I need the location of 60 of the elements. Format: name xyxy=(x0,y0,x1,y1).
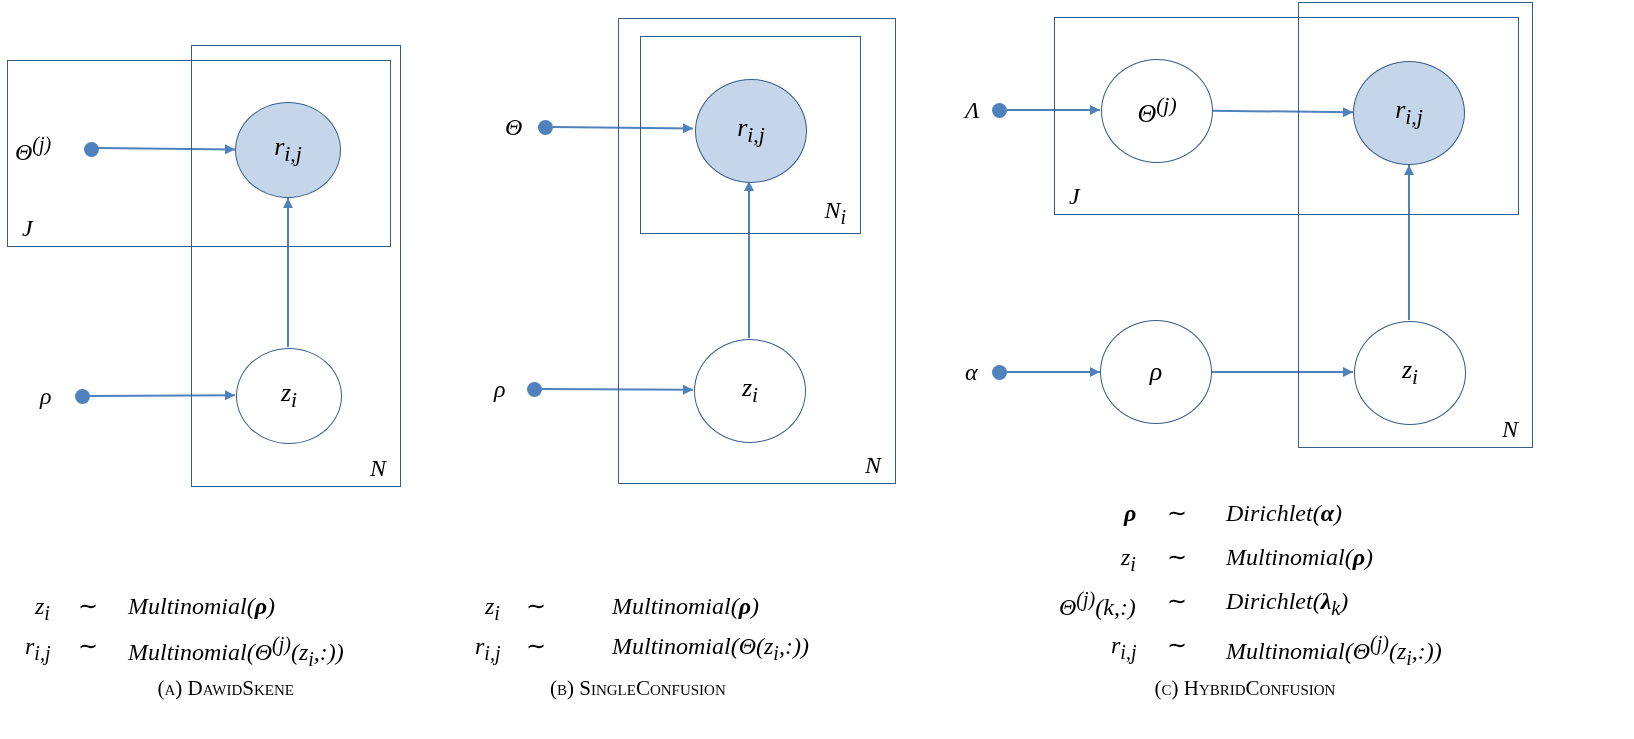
panel-caption: (b) SingleConfusion xyxy=(550,676,726,702)
variable-circle: z$_{i}$ xyxy=(694,339,806,443)
variable-term: z$_{i}$ xyxy=(1121,543,1136,576)
plate-box xyxy=(7,60,391,247)
distribution-symbol: ∼ xyxy=(1167,499,1187,528)
arrow xyxy=(552,123,694,134)
arrow xyxy=(1211,367,1354,377)
arrow xyxy=(1006,367,1101,377)
variable-circle: z$_{i}$ xyxy=(1354,321,1466,425)
arrow xyxy=(89,390,236,401)
arrow xyxy=(1404,164,1414,321)
distribution-term: Dirichlet(λ$_{k}$) xyxy=(1226,587,1349,620)
arrow xyxy=(1006,105,1101,115)
parameter-label: Θ xyxy=(505,115,523,139)
variable-term: r$_{i,j}$ xyxy=(1111,631,1137,664)
distribution-term: Dirichlet(α) xyxy=(1226,499,1342,528)
distribution-symbol: ∼ xyxy=(1167,631,1187,660)
variable-term: z$_{i}$ xyxy=(485,592,500,625)
distribution-symbol: ∼ xyxy=(78,592,98,621)
plate-box xyxy=(640,36,861,234)
arrow xyxy=(97,144,236,155)
parameter-label: Λ xyxy=(965,98,980,122)
arrow xyxy=(283,197,293,348)
variable-circle: Θ$^{(j)}$ xyxy=(1101,59,1213,163)
plate-label: J xyxy=(1069,184,1080,208)
distribution-term: Multinomial(Θ$^{(j)}$(z$_{i}$,:)) xyxy=(128,632,344,671)
parameter-label: ρ xyxy=(40,384,52,408)
distribution-symbol: ∼ xyxy=(78,632,98,661)
parameter-label: ρ xyxy=(494,377,506,401)
variable-circle: r$_{i,j}$ xyxy=(235,102,341,198)
variable-circle: r$_{i,j}$ xyxy=(1353,61,1465,165)
variable-circle: r$_{i,j}$ xyxy=(695,79,807,183)
variable-term: Θ$^{(j)}$(k,:) xyxy=(1059,587,1136,622)
variable-circle: z$_{i}$ xyxy=(236,348,342,444)
arrow xyxy=(1211,107,1354,118)
distribution-term: Multinomial(Θ(z$_{i}$,:)) xyxy=(612,632,809,665)
distribution-term: Multinomial(Θ$^{(j)}$(z$_{i}$,:)) xyxy=(1226,631,1442,670)
parameter-label: Θ$^{(j)}$ xyxy=(15,134,52,164)
panel-caption: (a) DawidSkene xyxy=(157,676,295,702)
variable-term: r$_{i,j}$ xyxy=(475,632,501,665)
variable-term: z$_{i}$ xyxy=(35,592,50,625)
distribution-symbol: ∼ xyxy=(1167,587,1187,616)
variable-term: ρ xyxy=(1124,499,1137,528)
plate-label: N$_{i}$ xyxy=(824,198,846,227)
distribution-term: Multinomial(ρ) xyxy=(1226,543,1374,572)
plate-box xyxy=(618,18,896,484)
plate-label: N xyxy=(1502,417,1518,441)
distribution-symbol: ∼ xyxy=(526,592,546,621)
plate-label: N xyxy=(865,453,881,477)
arrow xyxy=(541,384,694,395)
parameter-label: α xyxy=(965,360,978,384)
distribution-term: Multinomial(ρ) xyxy=(128,592,276,621)
panel-caption: (c) HybridConfusion xyxy=(1154,676,1336,702)
variable-term: r$_{i,j}$ xyxy=(25,632,51,665)
distribution-symbol: ∼ xyxy=(526,632,546,661)
plate-label: J xyxy=(22,216,33,240)
distribution-term: Multinomial(ρ) xyxy=(612,592,760,621)
variable-circle: ρ xyxy=(1100,320,1212,424)
distribution-symbol: ∼ xyxy=(1167,543,1187,572)
plate-label: N xyxy=(370,456,386,480)
